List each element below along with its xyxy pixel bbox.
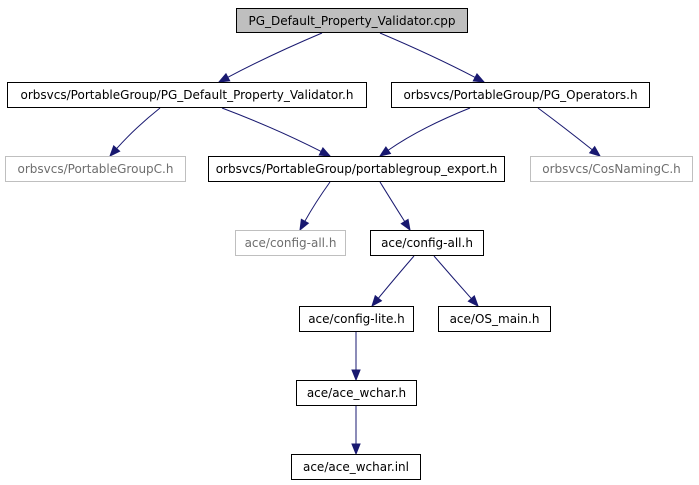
edge-export-to-config-all-arrowhead bbox=[400, 218, 411, 232]
edge-root-to-validator bbox=[227, 32, 323, 78]
edge-config-all-to-config-lite-arrowhead bbox=[371, 294, 383, 308]
node-root-cpp: PG_Default_Property_Validator.cpp bbox=[236, 8, 468, 33]
edge-operators-to-cosnamingc bbox=[537, 107, 593, 151]
edge-operators-to-export bbox=[387, 107, 471, 151]
node-config-lite-h[interactable]: ace/config-lite.h bbox=[299, 306, 414, 332]
node-cosnamingc-h: orbsvcs/CosNamingC.h bbox=[530, 156, 693, 182]
edge-root-to-operators bbox=[379, 32, 476, 78]
edge-config-all-to-config-lite bbox=[377, 255, 415, 299]
edge-validator-to-portablegroupc bbox=[116, 107, 161, 149]
edge-config-lite-to-ace-wchar-h-arrowhead bbox=[351, 369, 361, 382]
node-pg-default-property-validator-h[interactable]: orbsvcs/PortableGroup/PG_Default_Propert… bbox=[7, 82, 367, 108]
edge-root-to-operators-arrowhead bbox=[472, 72, 486, 83]
edge-root-to-validator-arrowhead bbox=[217, 72, 231, 83]
edge-operators-to-export-arrowhead bbox=[378, 146, 392, 157]
edge-config-all-to-os-main bbox=[433, 255, 472, 299]
edge-validator-to-export-arrowhead bbox=[318, 147, 332, 157]
edge-config-all-to-os-main-arrowhead bbox=[467, 295, 479, 308]
node-ace-wchar-h[interactable]: ace/ace_wchar.h bbox=[296, 380, 417, 406]
node-config-all-h[interactable]: ace/config-all.h bbox=[370, 230, 484, 256]
node-config-all-h-missing: ace/config-all.h bbox=[235, 230, 346, 256]
node-ace-wchar-inl[interactable]: ace/ace_wchar.inl bbox=[291, 454, 421, 480]
node-portablegroupc-h: orbsvcs/PortableGroupC.h bbox=[5, 156, 186, 182]
edge-validator-to-portablegroupc-arrowhead bbox=[109, 145, 121, 158]
node-portablegroup-export-h[interactable]: orbsvcs/PortableGroup/portablegroup_expo… bbox=[208, 156, 505, 182]
edge-export-to-config-all-missing-arrowhead bbox=[299, 218, 310, 232]
edge-operators-to-cosnamingc-arrowhead bbox=[588, 145, 602, 157]
node-pg-operators-h[interactable]: orbsvcs/PortableGroup/PG_Operators.h bbox=[391, 82, 650, 108]
edge-validator-to-export bbox=[221, 107, 322, 152]
edge-ace-wchar-h-to-inl-arrowhead bbox=[351, 443, 361, 456]
edge-export-to-config-all bbox=[379, 181, 406, 222]
edge-export-to-config-all-missing bbox=[304, 181, 331, 222]
node-os-main-h[interactable]: ace/OS_main.h bbox=[438, 306, 551, 332]
